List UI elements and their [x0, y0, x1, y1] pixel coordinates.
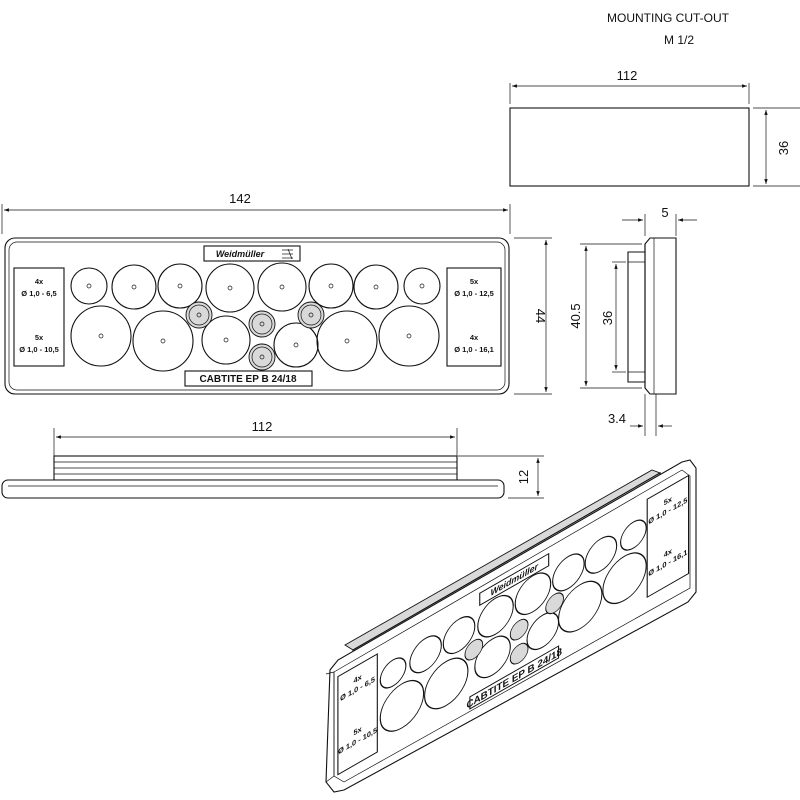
front-width-dim: 142 — [229, 191, 251, 206]
small-membrane — [248, 310, 276, 338]
right-bottom-range: Ø 1,0 - 16,1 — [454, 345, 494, 354]
iso-right-top-count: 5x — [664, 494, 673, 507]
cutout-title: MOUNTING CUT-OUT — [607, 11, 730, 25]
membrane — [157, 263, 203, 309]
membrane — [257, 262, 307, 312]
product-label-plate — [184, 370, 313, 387]
membrane — [308, 263, 354, 309]
front-view: 142 44 Weidmüller 4x Ø 1,0 - 6,5 5x Ø 1,… — [1, 191, 552, 395]
product-label: CABTITE EP B 24/18 — [199, 374, 297, 385]
membrane — [70, 305, 132, 367]
iso-product-plate — [469, 645, 560, 710]
brand-logo: Weidmüller — [216, 249, 265, 259]
bottom-view: 112 12 — [1, 419, 544, 499]
left-top-count: 4x — [35, 277, 44, 286]
bottom-height-dim: 12 — [516, 470, 531, 484]
membrane-group — [70, 262, 441, 372]
flange-dim: 5 — [661, 205, 668, 220]
small-membrane — [185, 301, 213, 329]
bottom-width-dim: 112 — [252, 419, 273, 434]
membrane — [353, 264, 399, 310]
cutout-scale: M 1/2 — [664, 33, 694, 47]
membrane — [205, 263, 255, 313]
inner-height-dim: 36 — [600, 311, 615, 325]
front-height-dim: 44 — [533, 309, 548, 323]
membrane — [70, 267, 108, 305]
cutout-width-dim: 112 — [617, 68, 638, 83]
brand-mark-icon — [282, 248, 293, 260]
left-bottom-range: Ø 1,0 - 10,5 — [19, 345, 59, 354]
membrane — [316, 310, 378, 372]
iso-right-bottom-count: 4x — [664, 546, 673, 559]
membrane — [273, 322, 319, 368]
membrane — [201, 315, 251, 365]
isometric-view: 4x Ø 1,0 - 6,5 5x Ø 1,0 - 10,5 5x Ø 1,0 … — [325, 459, 697, 793]
right-top-range: Ø 1,0 - 12,5 — [454, 289, 494, 298]
iso-left-bottom-count: 5x — [354, 724, 363, 737]
mounting-cutout-view: 112 36 — [509, 68, 800, 187]
membrane — [378, 305, 440, 367]
iso-left-top-count: 4x — [354, 672, 363, 685]
membrane — [403, 267, 441, 305]
right-range-panel — [446, 267, 502, 367]
cutout-height-dim: 36 — [776, 141, 791, 155]
small-membrane — [248, 343, 276, 371]
iso-left-panel — [337, 653, 378, 776]
left-bottom-count: 5x — [35, 333, 44, 342]
brand-plate — [203, 245, 301, 262]
membrane — [132, 310, 194, 372]
left-range-panel — [13, 267, 65, 367]
iso-brand-plate — [479, 552, 550, 607]
right-bottom-count: 4x — [470, 333, 479, 342]
right-top-count: 5x — [470, 277, 479, 286]
small-membrane — [297, 301, 325, 329]
membrane — [111, 264, 157, 310]
outer-height-dim: 40.5 — [568, 303, 583, 328]
left-top-range: Ø 1,0 - 6,5 — [21, 289, 56, 298]
wall-dim: 3.4 — [608, 411, 626, 426]
iso-right-panel — [646, 474, 690, 599]
side-view: 5 40.5 36 3.4 — [568, 205, 697, 436]
